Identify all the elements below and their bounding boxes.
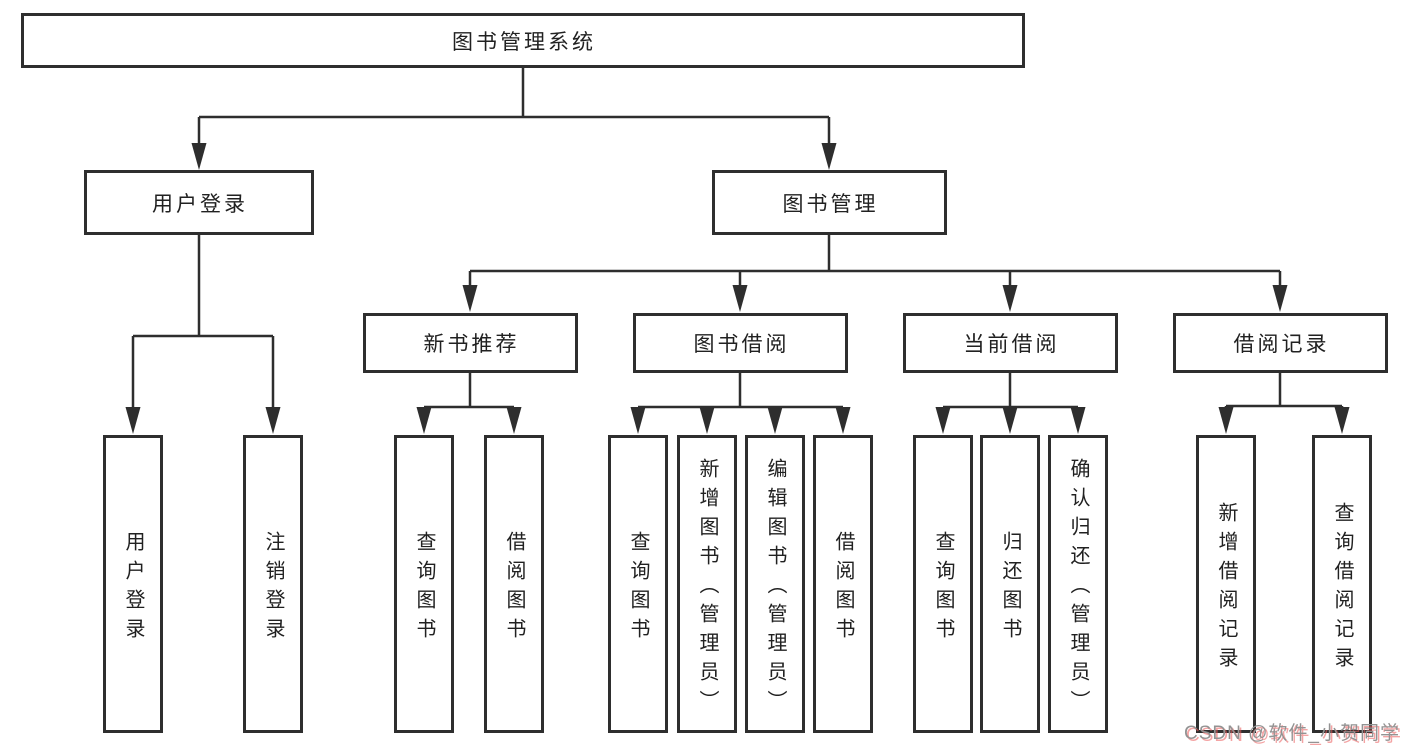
node-leaf-add-books-admin: 新增图书（管理员） — [677, 435, 737, 733]
node-leaf-confirm-return-admin: 确认归还（管理员） — [1048, 435, 1108, 733]
node-leaf-user-login: 用户登录 — [103, 435, 163, 733]
node-leaf-return-books: 归还图书 — [980, 435, 1040, 733]
node-borrow-records: 借阅记录 — [1173, 313, 1388, 373]
node-leaf-borrow-books-1: 借阅图书 — [484, 435, 544, 733]
node-leaf-query-books-1: 查询图书 — [394, 435, 454, 733]
node-current-borrow-label: 当前借阅 — [963, 333, 1060, 356]
node-book-management-label: 图书管理 — [782, 192, 879, 216]
node-leaf-confirm-return-admin-label: 确认归还（管理员） — [1067, 458, 1089, 719]
node-book-management: 图书管理 — [712, 170, 947, 235]
node-leaf-edit-books-admin-label: 编辑图书（管理员） — [764, 458, 786, 719]
node-leaf-add-borrow-record-label: 新增借阅记录 — [1215, 501, 1237, 676]
node-leaf-query-books-3: 查询图书 — [913, 435, 973, 733]
node-leaf-query-books-1-label: 查询图书 — [413, 530, 435, 647]
node-new-book-recommend-label: 新书推荐 — [423, 333, 520, 356]
node-leaf-borrow-books-2: 借阅图书 — [813, 435, 873, 733]
connector-current-borrow-children — [935, 373, 1086, 434]
node-leaf-add-books-admin-label: 新增图书（管理员） — [696, 458, 718, 719]
node-root: 图书管理系统 — [21, 13, 1025, 68]
node-book-borrow-label: 图书借阅 — [693, 333, 790, 356]
node-leaf-borrow-books-1-label: 借阅图书 — [503, 530, 525, 647]
csdn-watermark: CSDN @软件_小贺同学 — [1184, 723, 1400, 744]
node-new-book-recommend: 新书推荐 — [363, 313, 578, 373]
node-leaf-query-borrow-record-label: 查询借阅记录 — [1331, 501, 1353, 676]
node-user-login: 用户登录 — [84, 170, 314, 235]
connector-new-book-recommend-children — [416, 373, 522, 434]
node-leaf-logout-label: 注销登录 — [262, 530, 284, 647]
node-current-borrow: 当前借阅 — [903, 313, 1118, 373]
node-leaf-return-books-label: 归还图书 — [999, 530, 1021, 647]
node-leaf-user-login-label: 用户登录 — [122, 530, 144, 647]
connector-book-borrow-children — [630, 373, 851, 434]
node-leaf-query-books-2: 查询图书 — [608, 435, 668, 733]
node-root-label: 图书管理系统 — [452, 30, 596, 54]
node-user-login-label: 用户登录 — [152, 192, 248, 216]
node-leaf-query-books-3-label: 查询图书 — [932, 530, 954, 647]
node-borrow-records-label: 借阅记录 — [1233, 333, 1330, 356]
connector-root-to-level2 — [191, 68, 837, 170]
node-book-borrow: 图书借阅 — [633, 313, 848, 373]
connector-borrow-records-children — [1218, 373, 1350, 434]
connector-user-login-children — [125, 235, 281, 434]
node-leaf-query-books-2-label: 查询图书 — [627, 530, 649, 647]
node-leaf-query-borrow-record: 查询借阅记录 — [1312, 435, 1372, 733]
node-leaf-edit-books-admin: 编辑图书（管理员） — [745, 435, 805, 733]
connector-book-management-sections — [462, 235, 1288, 312]
node-leaf-logout: 注销登录 — [243, 435, 303, 733]
node-leaf-add-borrow-record: 新增借阅记录 — [1196, 435, 1256, 733]
node-leaf-borrow-books-2-label: 借阅图书 — [832, 530, 854, 647]
